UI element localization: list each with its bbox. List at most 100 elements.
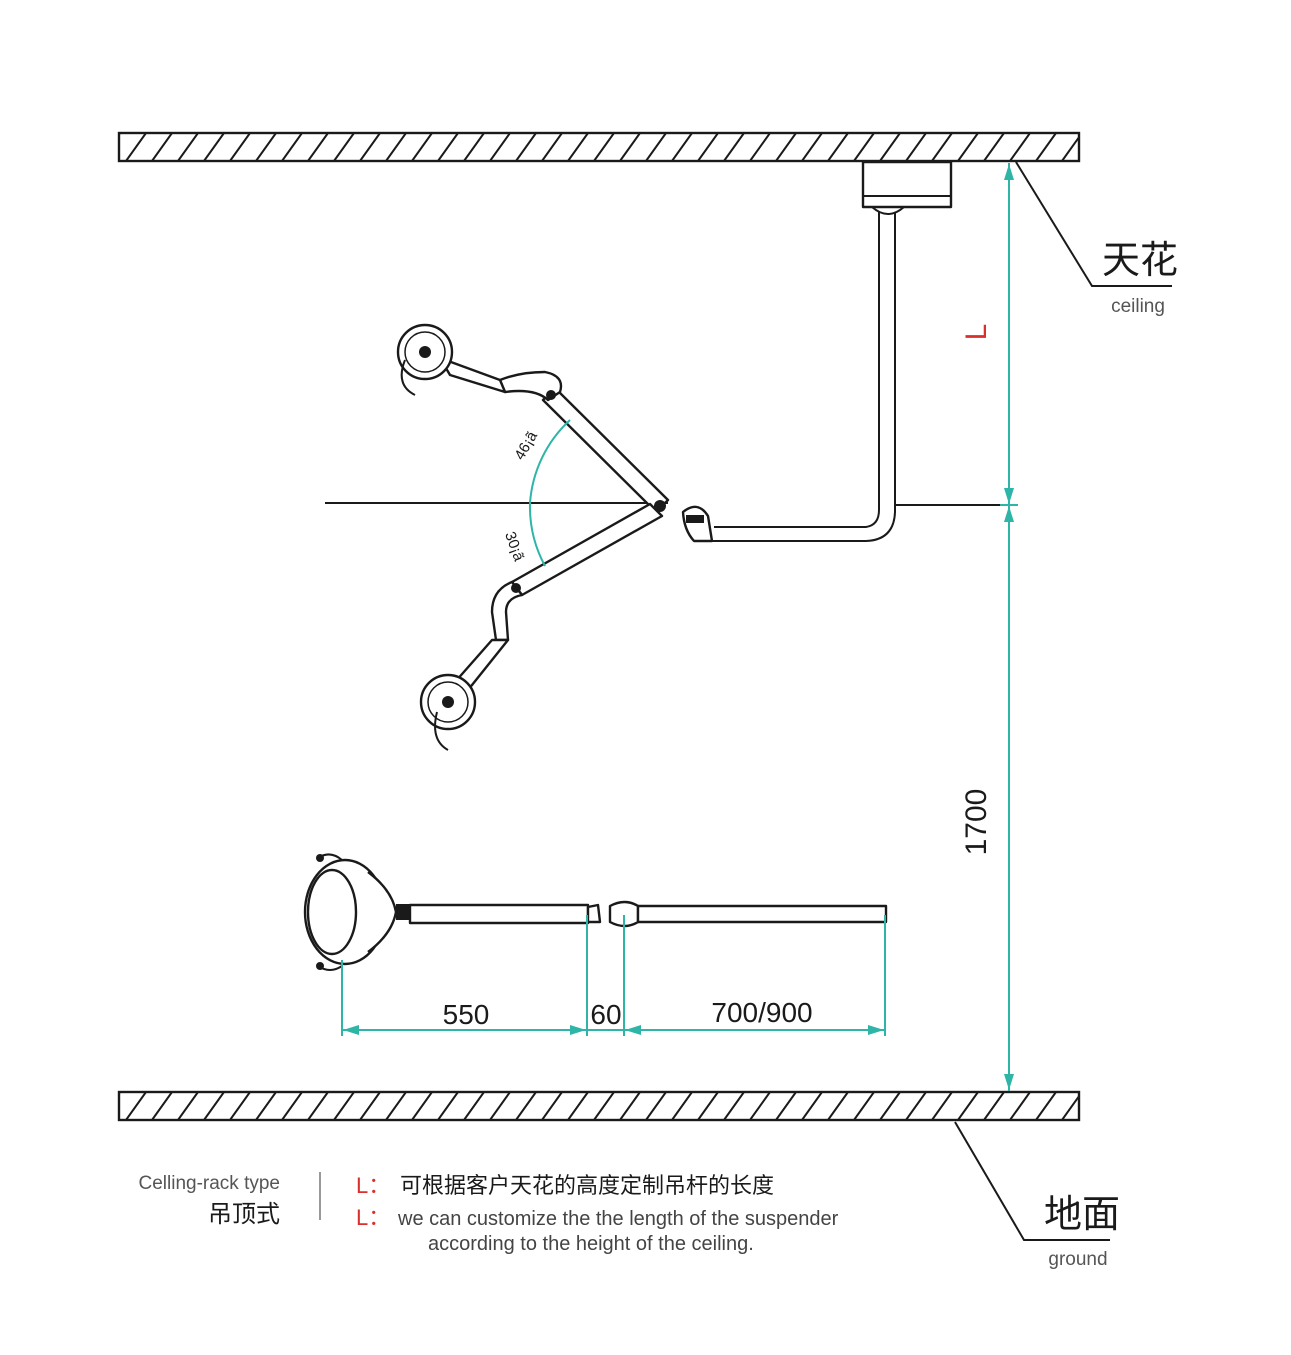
hatch-line (723, 133, 745, 161)
hatch-line (385, 1092, 407, 1120)
upper-arm (438, 356, 670, 514)
upper-lamp-head (396, 323, 454, 396)
hatch-line (775, 133, 797, 161)
hatch-line (957, 1092, 979, 1120)
hatch-line (281, 133, 303, 161)
hatch-line (619, 1092, 641, 1120)
hatch-line (385, 133, 407, 161)
hatch-line (853, 133, 875, 161)
hatch-line (671, 133, 693, 161)
ceiling-mount (861, 160, 953, 216)
hatch-line (359, 133, 381, 161)
hatch-line (801, 1092, 823, 1120)
hatch-line (229, 1092, 251, 1120)
ceiling-callout (1015, 161, 1172, 287)
hatch-line (125, 1092, 147, 1120)
hatch-line (1088, 1092, 1108, 1120)
hatch-line (125, 133, 147, 161)
hatch-line (541, 133, 563, 161)
hatch-line (645, 1092, 667, 1120)
hatch-line (619, 133, 641, 161)
hatch-line (307, 133, 329, 161)
ground-slab (117, 1090, 1108, 1122)
hatch-line (489, 1092, 511, 1120)
hatch-line (801, 133, 823, 161)
hatch-line (333, 133, 355, 161)
angle-label-upper: 46¡ã (511, 428, 541, 463)
hatch-line (255, 133, 277, 161)
hatch-line (567, 1092, 589, 1120)
hatch-line (515, 1092, 537, 1120)
dimension-label-arm: 700/900 (711, 997, 812, 1028)
dimension-horizontal (341, 915, 886, 1036)
hatch-line (827, 1092, 849, 1120)
hatch-line (1061, 135, 1079, 161)
hatch-line (567, 133, 589, 161)
lower-lamp-head (419, 673, 477, 751)
horizontal-lamp-head (303, 853, 412, 971)
hatch-line (229, 133, 251, 161)
hatch-line (1088, 133, 1108, 161)
hatch-line (515, 133, 537, 161)
height-dimension-label: 1700 (960, 789, 993, 856)
hatch-line (853, 1092, 875, 1120)
hatch-line (307, 1092, 329, 1120)
hatch-line (541, 1092, 563, 1120)
ground-callout (954, 1121, 1110, 1241)
hatch-line (119, 133, 121, 137)
hatch-line (593, 1092, 615, 1120)
hatch-line (411, 1092, 433, 1120)
length-marker: L (960, 324, 993, 341)
ground-label-cn: 地面 (1044, 1192, 1120, 1236)
hatch-line (1009, 1092, 1031, 1120)
hatch-line (255, 1092, 277, 1120)
hatch-line (905, 133, 927, 161)
hatch-line (983, 133, 1005, 161)
hatch-line (749, 133, 771, 161)
hatch-line (119, 1092, 121, 1096)
hatch-line (203, 133, 225, 161)
suspender-tube (712, 212, 1013, 542)
hatch-line (177, 133, 199, 161)
hatch-line (905, 1092, 927, 1120)
note-marker-1: L： (356, 1173, 390, 1198)
hatch-line (645, 133, 667, 161)
hatch-line (879, 1092, 901, 1120)
hatch-line (593, 133, 615, 161)
hatch-line (411, 133, 433, 161)
note-text-cn: 可根据客户天花的高度定制吊杆的长度 (400, 1173, 774, 1198)
hatch-line (359, 1092, 381, 1120)
dimension-label-joint: 60 (590, 999, 621, 1030)
type-label-cn: 吊顶式 (208, 1201, 280, 1228)
hatch-line (489, 133, 511, 161)
hatch-line (1035, 1092, 1057, 1120)
ceiling-slab (117, 131, 1108, 163)
hatch-line (697, 133, 719, 161)
hatch-line (151, 133, 173, 161)
ceiling-label-cn: 天花 (1102, 238, 1178, 282)
hatch-line (983, 1092, 1005, 1120)
hatch-line (463, 133, 485, 161)
elbow-joint (681, 505, 714, 543)
ceiling-label-en: ceiling (1111, 296, 1165, 317)
hatch-line (749, 1092, 771, 1120)
hatch-line (697, 1092, 719, 1120)
hatch-line (281, 1092, 303, 1120)
hatch-line (931, 1092, 953, 1120)
hatch-line (827, 133, 849, 161)
horizontal-arm (408, 900, 888, 928)
lower-arm (446, 502, 664, 702)
hatch-line (437, 1092, 459, 1120)
angle-arc-upper (529, 419, 571, 504)
hatch-line (775, 1092, 797, 1120)
ground-label-en: ground (1048, 1249, 1107, 1270)
hatch-line (437, 133, 459, 161)
hatch-line (879, 133, 901, 161)
hatch-line (177, 1092, 199, 1120)
note-text-en-line1: we can customize the the length of the s… (397, 1208, 839, 1230)
hatch-line (671, 1092, 693, 1120)
hatch-line (151, 1092, 173, 1120)
hatch-line (957, 133, 979, 161)
